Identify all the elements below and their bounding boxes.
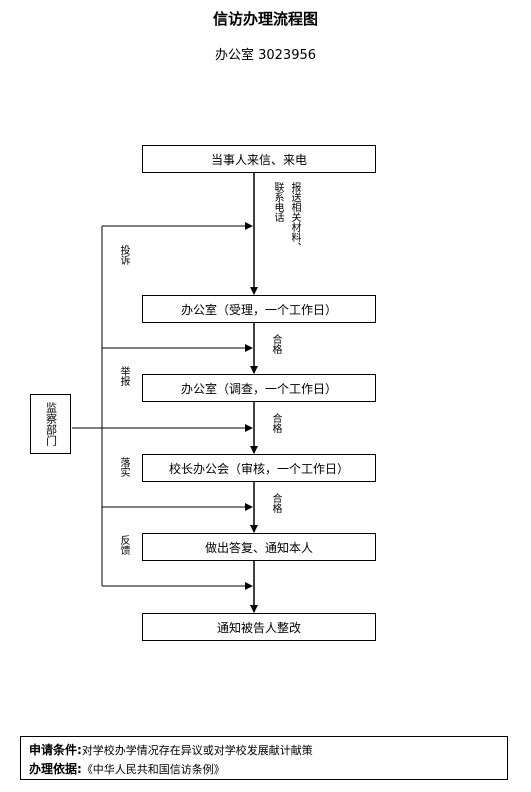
flow-box-investigate: 办公室（调查，一个工作日） [142,374,376,402]
label-contact-phone: 联系电话 [272,182,283,222]
flow-box-accept-label: 办公室（受理，一个工作日） [180,302,337,317]
basis-label: 办理依据: [29,762,82,776]
flow-box-investigate-label: 办公室（调查，一个工作日） [180,381,337,396]
flow-box-review-label: 校长办公会（审核，一个工作日） [168,461,349,476]
flow-box-rectify-label: 通知被告人整改 [216,620,301,635]
basis-text: 《中华人民共和国信访条例》 [81,763,225,776]
label-qualified-1: 合格 [270,334,281,354]
condition-label: 申请条件: [29,743,82,757]
label-qualified-2: 合格 [270,413,281,433]
flow-box-accept: 办公室（受理，一个工作日） [142,295,376,323]
footer-info: 申请条件:对学校办学情况存在异议或对学校发展献计献策 办理依据:《中华人民共和国… [20,736,508,780]
label-complaint: 投诉 [118,245,129,265]
label-implement: 落实 [118,457,129,477]
flow-box-review: 校长办公会（审核，一个工作日） [142,454,376,482]
supervisor-box: 监察部门 [30,394,71,454]
supervisor-label: 监察部门 [44,402,58,446]
label-qualified-3: 合格 [270,493,281,513]
page-title: 信访办理流程图 [212,10,318,28]
flow-box-incoming-label: 当事人来信、来电 [210,152,307,167]
label-report: 举报 [118,366,129,386]
flow-box-reply: 做出答复、通知本人 [142,533,376,561]
flow-box-rectify: 通知被告人整改 [142,613,376,641]
footer-condition-row: 申请条件:对学校办学情况存在异议或对学校发展献计献策 [29,741,499,760]
flow-box-reply-label: 做出答复、通知本人 [204,540,313,555]
footer-basis-row: 办理依据:《中华人民共和国信访条例》 [29,760,499,779]
label-send-materials: 报送相关材料、 [289,182,300,252]
flow-box-incoming: 当事人来信、来电 [142,145,376,173]
page-subtitle: 办公室 3023956 [214,48,317,63]
label-feedback: 反馈 [118,535,129,555]
condition-text: 对学校办学情况存在异议或对学校发展献计献策 [81,744,313,757]
